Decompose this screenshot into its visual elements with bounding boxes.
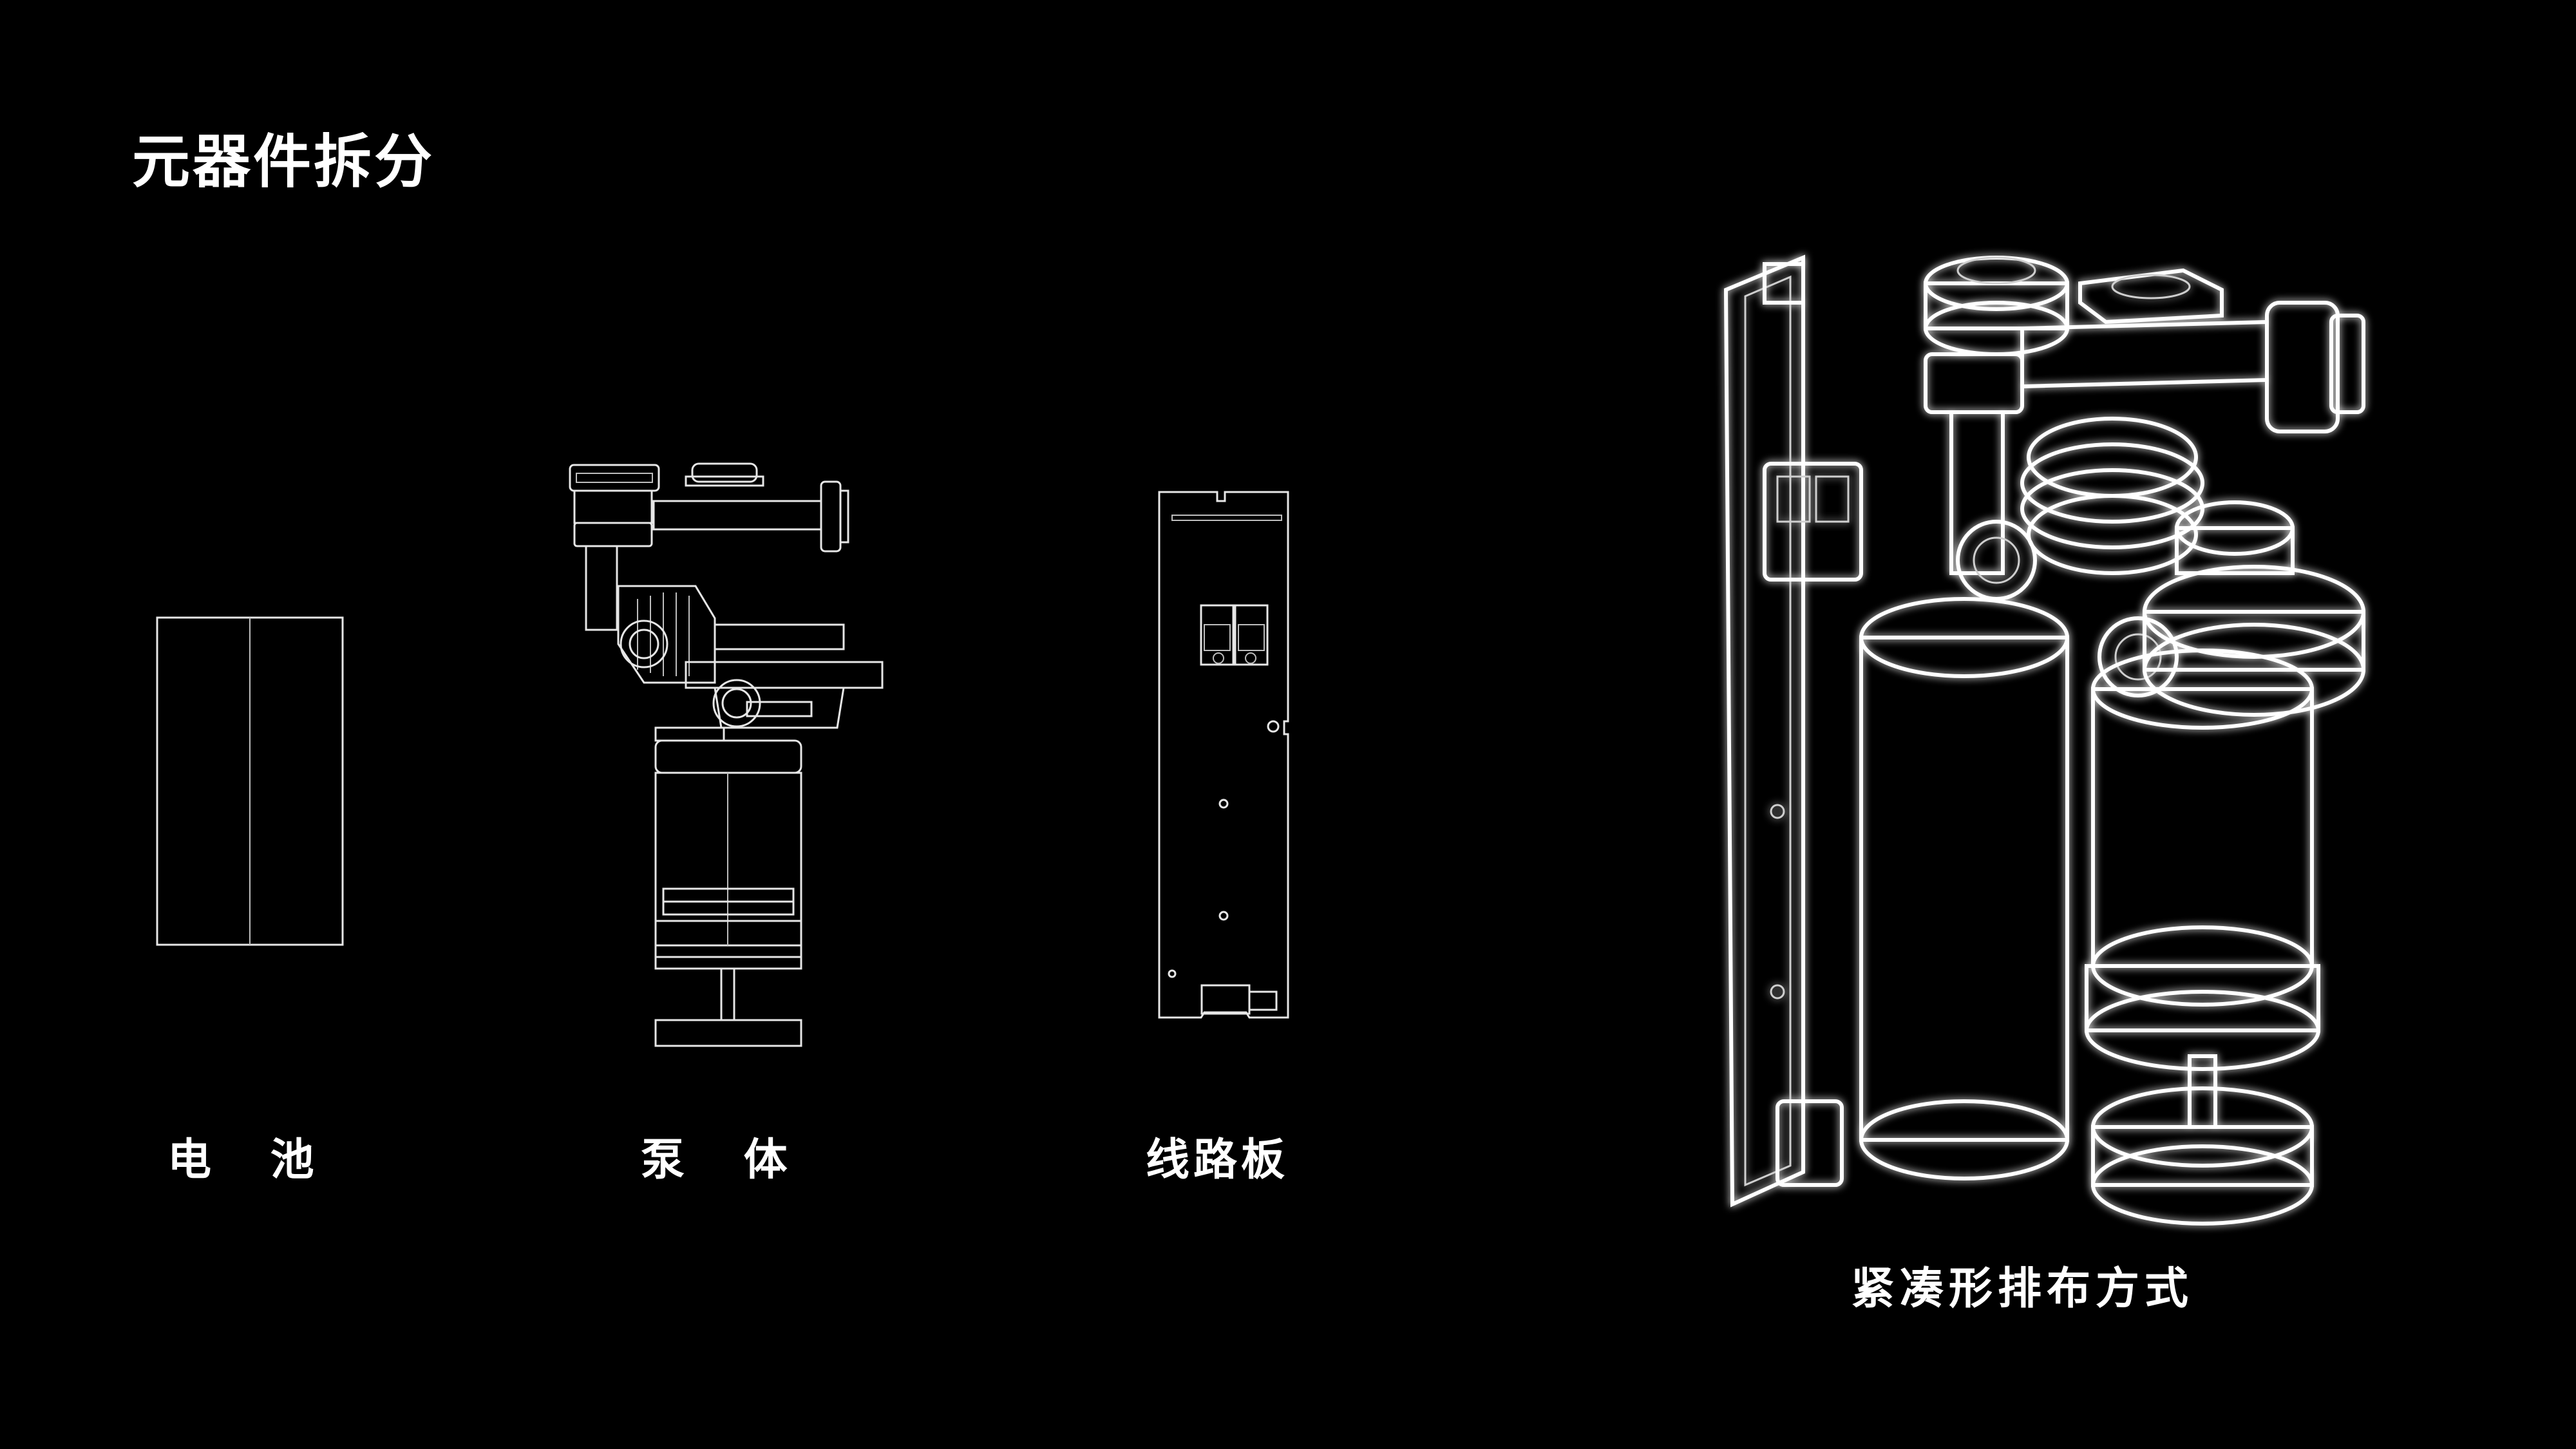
battery-wireframe (156, 616, 344, 946)
circuit-board-wireframe (1158, 491, 1289, 1019)
pump-label: 泵 体 (641, 1135, 810, 1186)
compact-layout-label: 紧凑形排布方式 (1850, 1264, 2193, 1314)
board-label: 线路板 (1145, 1135, 1289, 1186)
battery-label: 电 池 (167, 1135, 336, 1186)
pump-wireframe (569, 462, 884, 1047)
compact-assembly-render (1723, 254, 2365, 1226)
page-title: 元器件拆分 (132, 128, 435, 196)
